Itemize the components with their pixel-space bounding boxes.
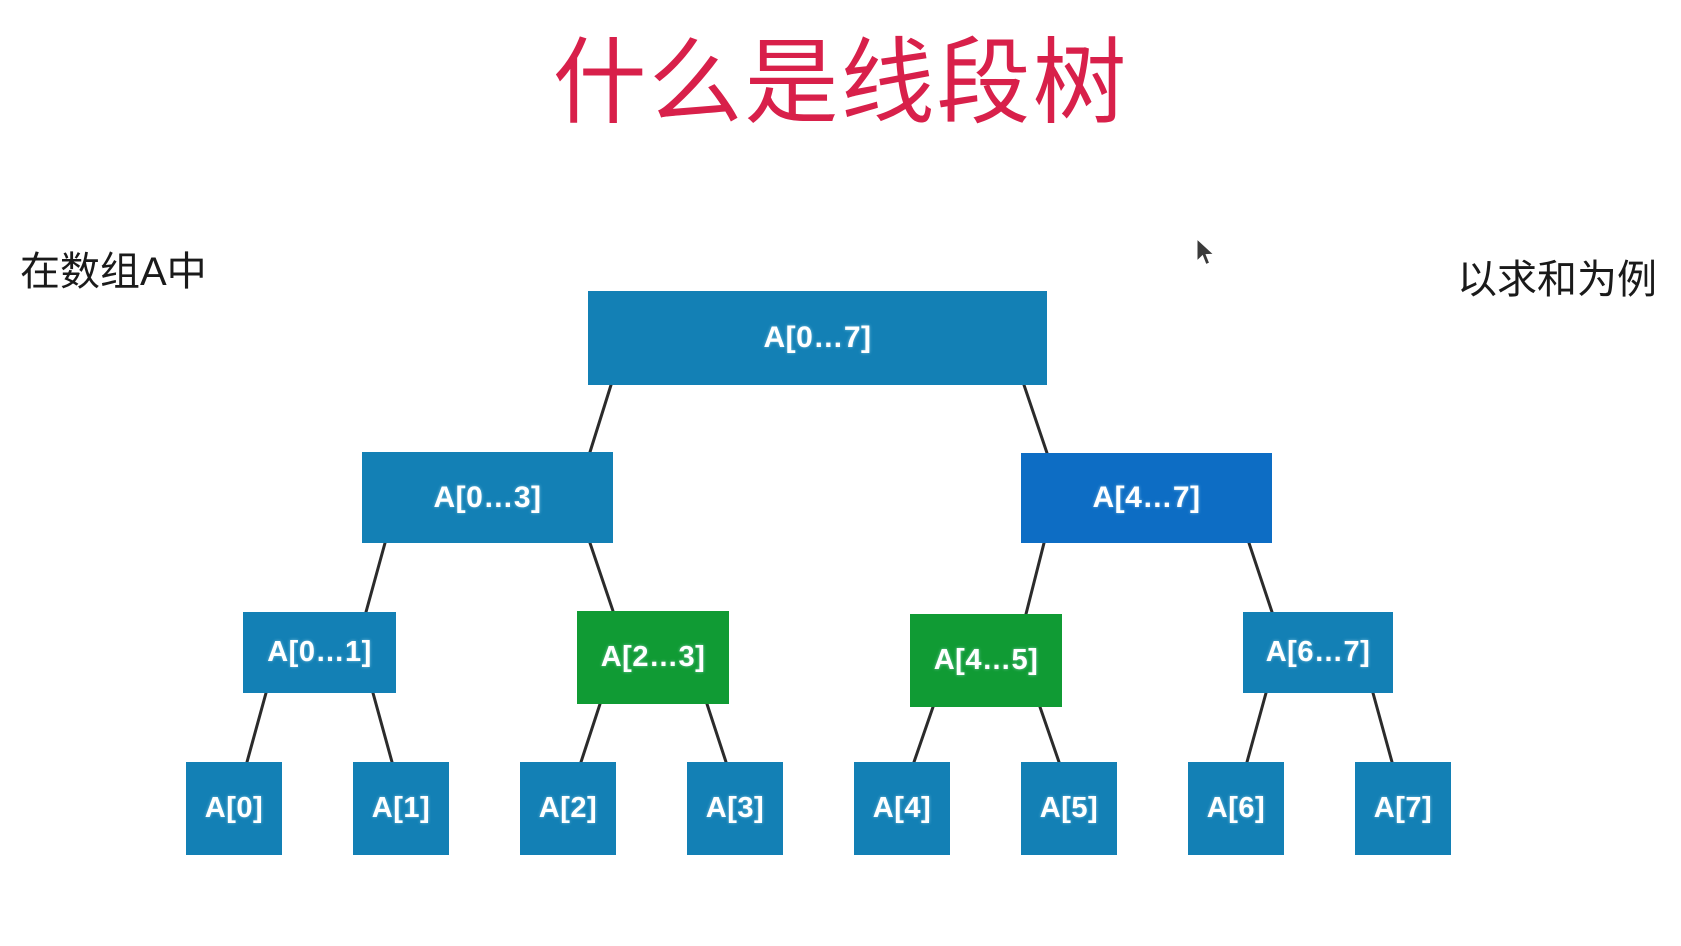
tree-node-l1[interactable]: A[1]: [353, 762, 449, 855]
tree-node-label: A[4…5]: [933, 644, 1039, 676]
tree-edge-root-n03: [588, 383, 613, 454]
tree-edge-n23-l2: [579, 702, 602, 764]
tree-node-l6[interactable]: A[6]: [1188, 762, 1284, 855]
tree-node-label: A[0…3]: [433, 480, 542, 514]
page-title: 什么是线段树: [552, 30, 1129, 135]
tree-node-label: A[6…7]: [1265, 636, 1371, 668]
tree-edge-n23-l3: [705, 702, 728, 764]
tree-node-l7[interactable]: A[7]: [1355, 762, 1451, 855]
tree-node-label: A[1]: [371, 792, 431, 824]
tree-edge-n03-n01: [364, 541, 387, 614]
tree-edge-n47-n45: [1024, 541, 1046, 616]
tree-node-n01[interactable]: A[0…1]: [243, 612, 396, 693]
tree-edge-n01-l1: [371, 691, 394, 764]
tree-node-label: A[4…7]: [1092, 481, 1201, 514]
tree-node-l2[interactable]: A[2]: [520, 762, 616, 855]
tree-node-label: A[3]: [705, 792, 765, 824]
tree-node-label: A[6]: [1206, 792, 1266, 824]
tree-edge-n01-l0: [245, 691, 268, 764]
tree-node-l3[interactable]: A[3]: [687, 762, 783, 855]
tree-node-label: A[0]: [204, 792, 264, 824]
tree-edge-n45-l4: [912, 705, 935, 764]
tree-node-n45[interactable]: A[4…5]: [910, 614, 1062, 707]
tree-node-n03[interactable]: A[0…3]: [362, 452, 613, 543]
caption-right: 以求和为例: [1457, 258, 1657, 302]
tree-node-n23[interactable]: A[2…3]: [577, 611, 729, 704]
tree-node-label: A[2…3]: [600, 641, 706, 673]
tree-node-l4[interactable]: A[4]: [854, 762, 950, 855]
tree-node-root[interactable]: A[0…7]: [588, 291, 1047, 385]
tree-edge-n67-l6: [1245, 691, 1268, 764]
tree-node-label: A[5]: [1039, 792, 1099, 824]
tree-node-l0[interactable]: A[0]: [186, 762, 282, 855]
tree-node-label: A[7]: [1373, 792, 1433, 824]
tree-node-n47[interactable]: A[4…7]: [1021, 453, 1272, 543]
tree-node-n67[interactable]: A[6…7]: [1243, 612, 1393, 693]
tree-edge-n67-l7: [1371, 691, 1394, 764]
tree-node-label: A[4]: [872, 792, 932, 824]
tree-edge-n45-l5: [1038, 705, 1061, 764]
tree-node-label: A[2]: [538, 792, 598, 824]
tree-edge-n03-n23: [588, 541, 615, 613]
tree-node-l5[interactable]: A[5]: [1021, 762, 1117, 855]
tree-edge-n47-n67: [1247, 541, 1274, 614]
tree-node-label: A[0…1]: [267, 636, 372, 668]
caption-left: 在数组A中: [20, 250, 207, 294]
tree-node-label: A[0…7]: [763, 321, 872, 354]
tree-edge-root-n47: [1022, 383, 1049, 455]
